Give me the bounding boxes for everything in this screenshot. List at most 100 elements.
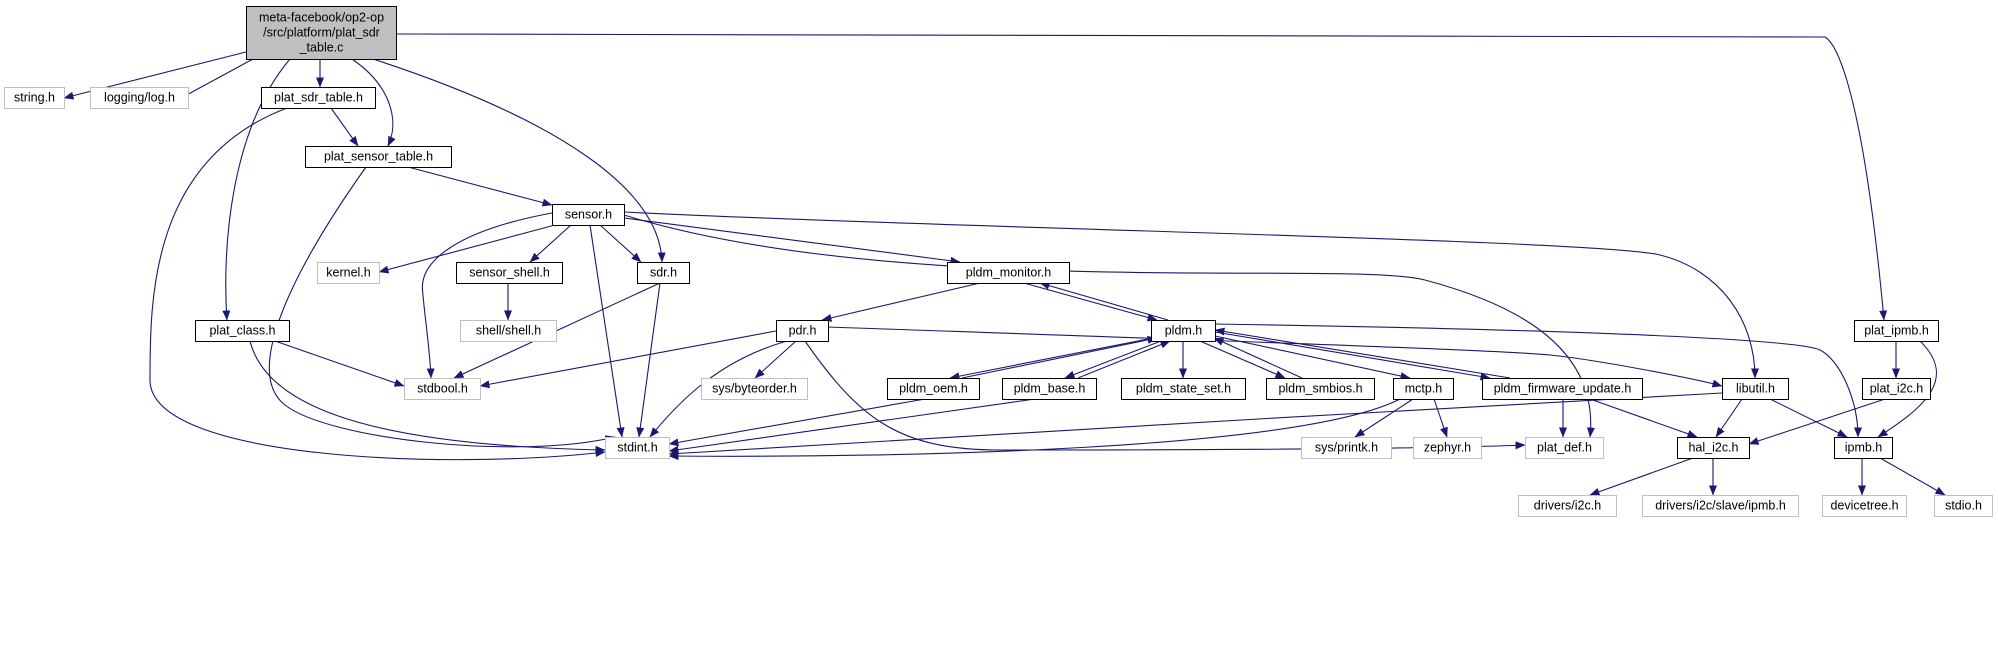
node-sensor-shell-h[interactable]: sensor_shell.h [456, 262, 563, 284]
node-plat-sdr-table-h[interactable]: plat_sdr_table.h [261, 87, 376, 109]
node-pldm-monitor-h[interactable]: pldm_monitor.h [947, 262, 1070, 284]
node-root[interactable]: meta-facebook/op2-op/src/platform/plat_s… [246, 6, 397, 60]
edge-plat-sdr-table-h-to-plat-sensor-table-h [330, 107, 359, 147]
node-label: kernel.h [326, 266, 371, 280]
node-label: pldm_state_set.h [1136, 382, 1231, 396]
edge-libutil-h-to-hal-i2c-h [1715, 398, 1743, 438]
node-box [1834, 437, 1893, 459]
node-label: sdr.h [650, 266, 677, 280]
node-label: plat_class.h [209, 324, 275, 338]
node-box [637, 262, 690, 284]
node-libutil-h[interactable]: libutil.h [1722, 378, 1789, 400]
edge-sensor-h-to-plat-def-h [623, 214, 1595, 438]
edge-plat-sensor-table-h-to-sensor-h [407, 166, 553, 207]
node-plat-ipmb-h[interactable]: plat_ipmb.h [1854, 320, 1939, 342]
node-devicetree-h: devicetree.h [1822, 495, 1907, 517]
node-box [1642, 495, 1799, 517]
edge-pdr-h-to-sys-byteorder-h [754, 340, 797, 379]
node-box [317, 262, 380, 284]
node-ipmb-h[interactable]: ipmb.h [1834, 437, 1893, 459]
edge-sensor-h-to-stdbool-h [421, 212, 553, 379]
edge-sensor-h-to-kernel-h [378, 224, 556, 274]
node-box [1822, 495, 1907, 517]
node-box [887, 378, 980, 400]
nodes-layer: meta-facebook/op2-op/src/platform/plat_s… [4, 6, 1993, 517]
node-label: stdio.h [1945, 499, 1982, 513]
node-plat-i2c-h[interactable]: plat_i2c.h [1862, 378, 1931, 400]
node-pldm-state-set-h[interactable]: pldm_state_set.h [1121, 378, 1246, 400]
node-label: hal_i2c.h [1688, 441, 1738, 455]
node-mctp-h[interactable]: mctp.h [1393, 378, 1454, 400]
edge-pldm-monitor-h-to-pdr-h [821, 282, 981, 322]
edge-sensor-h-to-libutil-h [623, 211, 1759, 379]
node-shell-shell-h: shell/shell.h [460, 320, 557, 342]
node-box [4, 87, 65, 109]
node-hal-i2c-h[interactable]: hal_i2c.h [1677, 437, 1750, 459]
node-label: mctp.h [1405, 382, 1443, 396]
node-box [195, 320, 290, 342]
edge-mctp-h-to-zephyr-h [1433, 398, 1448, 438]
node-box [404, 378, 481, 400]
node-plat-sensor-table-h[interactable]: plat_sensor_table.h [305, 146, 452, 168]
node-sensor-h[interactable]: sensor.h [552, 204, 625, 226]
node-label: string.h [14, 91, 55, 105]
node-label: plat_sensor_table.h [324, 150, 433, 164]
node-box [1002, 378, 1097, 400]
node-label: meta-facebook/op2-op [259, 11, 384, 25]
node-box [701, 378, 808, 400]
node-label: sys/printk.h [1315, 441, 1378, 455]
edge-plat-sdr-table-h-to-stdint-h [149, 107, 606, 461]
node-pldm-oem-h[interactable]: pldm_oem.h [887, 378, 980, 400]
node-label: pldm_firmware_update.h [1494, 382, 1632, 396]
edge-sensor-h-to-sdr-h [599, 224, 642, 263]
node-box [1482, 378, 1643, 400]
node-box [947, 262, 1070, 284]
node-drivers-i2c-slave-ipmb-h: drivers/i2c/slave/ipmb.h [1642, 495, 1799, 517]
node-box [1934, 495, 1993, 517]
edge-pldm-h-to-pldm-monitor-h [1039, 281, 1169, 321]
edge-pldm-firmware-update-h-to-pldm-h [1214, 327, 1511, 379]
node-label: drivers/i2c.h [1534, 499, 1601, 513]
edge-plat-class-h-to-stdbool-h [274, 340, 405, 387]
node-string-h: string.h [4, 87, 65, 109]
node-box [1151, 320, 1216, 342]
node-pldm-firmware-update-h[interactable]: pldm_firmware_update.h [1482, 378, 1643, 400]
edge-pldm-h-to-mctp-h [1214, 335, 1411, 380]
node-stdbool-h: stdbool.h [404, 378, 481, 400]
node-label: ipmb.h [1845, 441, 1883, 455]
node-box [246, 6, 397, 60]
node-sys-printk-h: sys/printk.h [1301, 437, 1392, 459]
node-box [456, 262, 563, 284]
node-label: plat_i2c.h [1870, 382, 1924, 396]
node-plat-class-h[interactable]: plat_class.h [195, 320, 290, 342]
edge-pldm-oem-h-to-pldm-h [961, 335, 1158, 379]
edge-mctp-h-to-stdint-h [668, 398, 1401, 461]
node-sdr-h[interactable]: sdr.h [637, 262, 690, 284]
node-box [1266, 378, 1375, 400]
edge-pldm-h-to-ipmb-h [1214, 323, 1862, 438]
node-pldm-h[interactable]: pldm.h [1151, 320, 1216, 342]
node-label: /src/platform/plat_sdr [263, 26, 380, 40]
edge-pldm-base-h-to-stdint-h [668, 398, 1036, 454]
node-pdr-h[interactable]: pdr.h [776, 320, 829, 342]
node-pldm-base-h[interactable]: pldm_base.h [1002, 378, 1097, 400]
node-label: plat_ipmb.h [1864, 324, 1929, 338]
node-drivers-i2c-h: drivers/i2c.h [1518, 495, 1617, 517]
node-box [605, 437, 670, 459]
node-pldm-smbios-h[interactable]: pldm_smbios.h [1266, 378, 1375, 400]
edge-ipmb-h-to-stdio-h [1879, 457, 1946, 496]
node-box [1854, 320, 1939, 342]
node-box [1301, 437, 1392, 459]
node-stdint-h: stdint.h [605, 437, 670, 459]
edge-sensor-h-to-stdint-h [589, 224, 625, 438]
node-box [90, 87, 189, 109]
node-box [552, 204, 625, 226]
edge-pldm-monitor-h-to-pldm-h [1023, 282, 1158, 322]
edge-pdr-h-to-libutil-h [827, 326, 1723, 388]
node-sys-byteorder-h: sys/byteorder.h [701, 378, 808, 400]
edge-mctp-h-to-sys-printk-h [1354, 398, 1414, 438]
node-label: pdr.h [789, 324, 817, 338]
edge-sdr-h-to-stdint-h [636, 282, 661, 438]
node-box [460, 320, 557, 342]
node-logging-log-h: logging/log.h [90, 87, 189, 109]
